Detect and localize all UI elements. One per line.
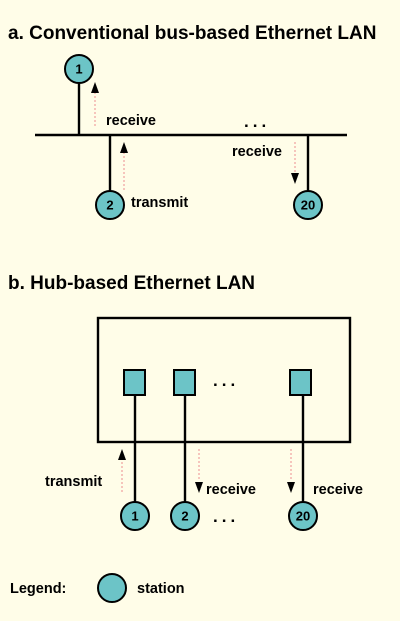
hub-port-1 xyxy=(123,369,146,396)
station-20-a-label: 20 xyxy=(301,198,315,213)
station-1-b-label: 1 xyxy=(131,509,138,524)
legend-label: Legend: xyxy=(10,581,66,597)
receive-arrow-down-a xyxy=(291,173,299,184)
receive-label-b-right: receive xyxy=(313,482,363,498)
hub-box xyxy=(96,316,352,444)
transmit-label-a: transmit xyxy=(131,195,188,211)
station-2-a-label: 2 xyxy=(106,198,113,213)
receive-arrow-down-b-right xyxy=(287,482,295,493)
transmit-arrow-up-b xyxy=(118,449,126,460)
legend-station-icon xyxy=(97,573,127,603)
ellipsis-ports: ... xyxy=(213,371,239,390)
hub-port-2 xyxy=(173,369,196,396)
legend-station-text: station xyxy=(137,581,185,597)
station-1-a xyxy=(64,54,94,84)
receive-label-a-right: receive xyxy=(232,144,282,160)
station-1-b xyxy=(120,501,150,531)
station-20-a xyxy=(293,190,323,220)
transmit-label-b: transmit xyxy=(45,474,102,490)
station-2-b-label: 2 xyxy=(181,509,188,524)
station-20-b-label: 20 xyxy=(296,509,310,524)
transmit-arrow-up-a xyxy=(120,142,128,153)
receive-arrow-up-a xyxy=(91,82,99,93)
hub-port-20 xyxy=(289,369,312,396)
station-2-b xyxy=(170,501,200,531)
section-a-title: a. Conventional bus-based Ethernet LAN xyxy=(8,23,376,44)
receive-label-b-middle: receive xyxy=(206,482,256,498)
ellipsis-a: ... xyxy=(244,112,270,131)
section-b-title: b. Hub-based Ethernet LAN xyxy=(8,273,255,294)
station-2-a xyxy=(95,190,125,220)
receive-label-a-top: receive xyxy=(106,113,156,129)
ellipsis-stations: ... xyxy=(213,507,239,526)
station-1-a-label: 1 xyxy=(75,62,82,77)
station-20-b xyxy=(288,501,318,531)
receive-arrow-down-b-middle xyxy=(195,482,203,493)
